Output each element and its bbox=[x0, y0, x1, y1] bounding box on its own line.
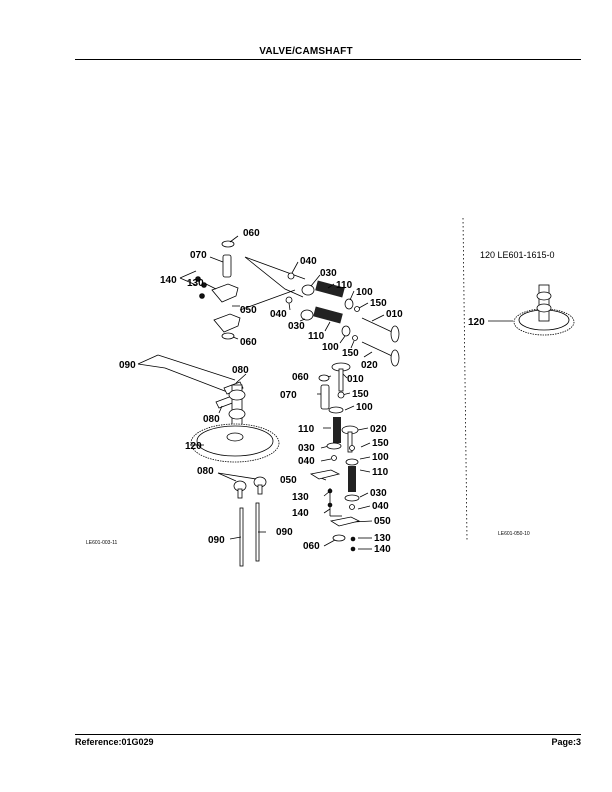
callout-label: 140 bbox=[374, 544, 391, 555]
valve-spring-part bbox=[348, 466, 356, 492]
callout-label: 040 bbox=[270, 309, 287, 320]
callout-label: 150 bbox=[372, 438, 389, 449]
callout-label: 040 bbox=[372, 501, 389, 512]
callout-label: 130 bbox=[292, 492, 309, 503]
callout-label: 010 bbox=[347, 374, 364, 385]
callout-label: 030 bbox=[288, 321, 305, 332]
callout-label: 150 bbox=[352, 389, 369, 400]
callout-label: 040 bbox=[298, 456, 315, 467]
callout-label: 030 bbox=[370, 488, 387, 499]
callout-label: 090 bbox=[119, 360, 136, 371]
callout-label: 070 bbox=[280, 390, 297, 401]
callout-label: 020 bbox=[361, 360, 378, 371]
inset-reference-code: LE601-050-10 bbox=[498, 531, 530, 537]
reference-code: Reference:01G029 bbox=[75, 737, 154, 747]
rocker-arm-part bbox=[211, 283, 239, 303]
header-rule bbox=[75, 59, 581, 60]
callout-label: 030 bbox=[298, 443, 315, 454]
callout-label: 110 bbox=[372, 467, 389, 478]
callout-label: 120 bbox=[185, 441, 202, 452]
callout-label: 050 bbox=[280, 475, 297, 486]
callout-label: 100 bbox=[356, 287, 373, 298]
callout-label: 100 bbox=[356, 402, 373, 413]
callout-label: 130 bbox=[187, 278, 204, 289]
footer-rule bbox=[75, 734, 581, 735]
callout-label: 080 bbox=[203, 414, 220, 425]
callout-label: 030 bbox=[320, 268, 337, 279]
callout-label: 060 bbox=[303, 541, 320, 552]
callout-label: 050 bbox=[374, 516, 391, 527]
rocker-shaft-part bbox=[222, 254, 232, 278]
callout-label: 130 bbox=[374, 533, 391, 544]
rocker-arm-part bbox=[329, 516, 361, 527]
callout-label: 010 bbox=[386, 309, 403, 320]
page-number: Page:3 bbox=[551, 737, 581, 747]
valve-part bbox=[390, 325, 400, 343]
inset-divider bbox=[462, 217, 468, 541]
callout-label: 040 bbox=[300, 256, 317, 267]
rocker-shaft-part bbox=[320, 384, 330, 410]
callout-label: 060 bbox=[243, 228, 260, 239]
inset-reference-code: 120 LE601-1615-0 bbox=[480, 250, 555, 260]
callout-label: 110 bbox=[336, 280, 353, 291]
rocker-arm-part bbox=[213, 313, 241, 333]
callout-label: 100 bbox=[322, 342, 339, 353]
callout-label: 060 bbox=[240, 337, 257, 348]
valve-spring-part bbox=[315, 280, 345, 298]
diagram-reference-code: LE601-003-11 bbox=[86, 540, 118, 546]
callout-label: 150 bbox=[342, 348, 359, 359]
callout-label: 110 bbox=[298, 424, 315, 435]
valve-part bbox=[390, 349, 400, 367]
callout-label: 140 bbox=[160, 275, 177, 286]
callout-label: 140 bbox=[292, 508, 309, 519]
callout-label: 100 bbox=[372, 452, 389, 463]
rocker-arm-part bbox=[309, 469, 341, 480]
callout-label: 020 bbox=[370, 424, 387, 435]
callout-label: 090 bbox=[276, 527, 293, 538]
callout-label: 150 bbox=[370, 298, 387, 309]
valve-spring-part bbox=[313, 306, 343, 324]
callout-label: 050 bbox=[240, 305, 257, 316]
valve-cap-part bbox=[221, 240, 235, 248]
callout-label: 110 bbox=[308, 331, 325, 342]
callout-label: 080 bbox=[232, 365, 249, 376]
callout-label: 120 bbox=[468, 317, 485, 328]
callout-label: 080 bbox=[197, 466, 214, 477]
valve-spring-part bbox=[333, 417, 341, 443]
page-title: VALVE/CAMSHAFT bbox=[259, 46, 353, 57]
callout-label: 060 bbox=[292, 372, 309, 383]
callout-label: 090 bbox=[208, 535, 225, 546]
callout-label: 070 bbox=[190, 250, 207, 261]
